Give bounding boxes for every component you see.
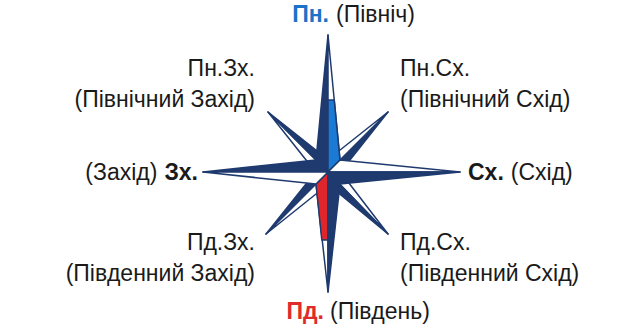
direction-name: (Південний Схід) (400, 260, 579, 287)
direction-abbr: Пн.Сх. (400, 55, 470, 82)
direction-name: (Північ) (336, 1, 415, 28)
direction-name: (Північний Схід) (400, 86, 570, 113)
direction-abbr: Сх. (468, 159, 504, 186)
direction-abbr: Пд.Зх. (187, 229, 255, 256)
direction-name: (Північний Захід) (75, 86, 255, 113)
direction-abbr: Пд.Сх. (400, 229, 471, 256)
direction-name: (Південний Захід) (66, 260, 255, 287)
direction-name: (Південь) (330, 298, 430, 325)
direction-name: (Схід) (511, 159, 573, 186)
direction-abbr: Пд. (286, 298, 324, 325)
direction-abbr: Пн. (292, 1, 329, 28)
direction-name: (Захід) (85, 159, 157, 186)
direction-abbr: Пн.Зх. (188, 55, 255, 82)
direction-abbr: Зх. (164, 159, 198, 186)
